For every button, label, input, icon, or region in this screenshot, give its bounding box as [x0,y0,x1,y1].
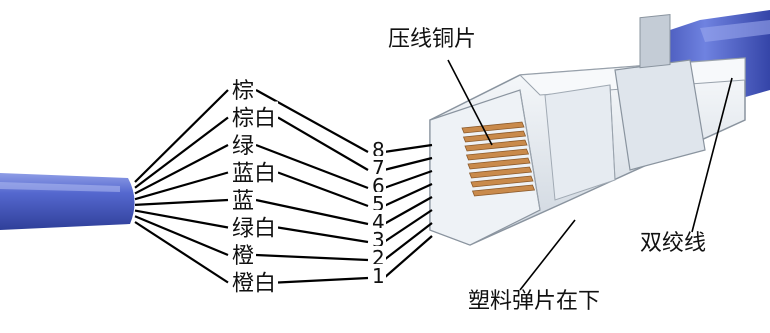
pin-number-backdrop [370,210,386,232]
wire-fan-line [134,89,229,183]
copper-contact [471,184,536,197]
cable-label: 双绞线 [640,231,706,256]
copper-contact [464,139,528,152]
copper-contacts [461,121,536,197]
wire-label-backdrop [230,184,256,212]
wire-label-backdrop [230,156,278,185]
spring-tab-label: 塑料弹片在下 [468,289,600,314]
wire-color-label: 棕白 [232,107,276,132]
cable-leader-line [691,77,733,233]
wire-color-label: 棕 [232,79,254,104]
plug-latch-window [639,14,671,69]
wire-mid-line [277,116,369,171]
wire-mid-line [277,171,369,208]
wire-color-label: 蓝 [232,189,254,214]
spring-tab-leader-line [519,219,576,291]
wire-label-backdrop [230,239,256,267]
wire-fan-line [134,209,229,229]
wire-end-line [383,183,433,207]
wire-end-line [383,235,433,279]
wire-end-line [383,209,433,243]
copper-contact [462,130,527,143]
pin-number-backdrop [370,156,386,178]
pin-number: 1 [372,264,385,288]
pin-number-backdrop [370,228,386,250]
wire-label-backdrop [230,266,278,295]
pin-number-backdrop [370,192,386,214]
right-cable-sheen [700,20,770,42]
rj45-plug [429,14,746,246]
wire-mid-line [277,276,369,284]
wire-fan-line [134,221,229,284]
wire-mid-line [255,253,369,262]
wire-end-line [383,143,433,154]
copper-contact [461,121,525,134]
plug-crimp-area [544,84,616,201]
wire-fan-line [134,215,229,257]
wire-mid-line [277,226,369,244]
wire-fan-line [134,116,229,189]
wire-mid-line [255,143,369,190]
wire-mid-line [255,89,369,153]
wire-end-line [383,156,433,172]
wire-mid-line [255,198,369,226]
pin-number-backdrop [370,264,386,286]
pin-number-backdrop [370,174,386,196]
wire-fan-line [134,144,229,195]
copper-contact [470,175,534,188]
contacts-leader-line [447,59,493,146]
copper-contact [468,166,533,179]
wire-color-label: 蓝白 [232,162,276,187]
wire-label-backdrop [230,101,278,130]
wire-label-backdrop [230,129,256,157]
pin-number-backdrop [370,138,386,160]
copper-contact [465,148,530,161]
wire-end-line [383,196,433,225]
wire-end-line [383,169,433,190]
copper-contact [467,157,531,170]
wire-fan-line [134,171,229,201]
pin-number-backdrop [370,246,386,268]
wire-color-label: 绿白 [232,217,276,242]
left-cable-highlight [0,182,120,192]
wire-color-label: 绿 [232,134,254,159]
plug-edge-2 [609,84,616,181]
wire-color-label: 橙白 [232,272,276,297]
wire-label-backdrop [230,74,256,102]
plug-latch [614,59,706,171]
wire-end-line [383,222,433,261]
left-cable [0,173,135,230]
plug-edge-1 [519,89,541,211]
wire-color-label: 橙 [232,244,254,269]
contacts-label: 压线铜片 [388,27,476,52]
wire-label-backdrop [230,211,278,240]
wire-fan-line [134,198,229,206]
